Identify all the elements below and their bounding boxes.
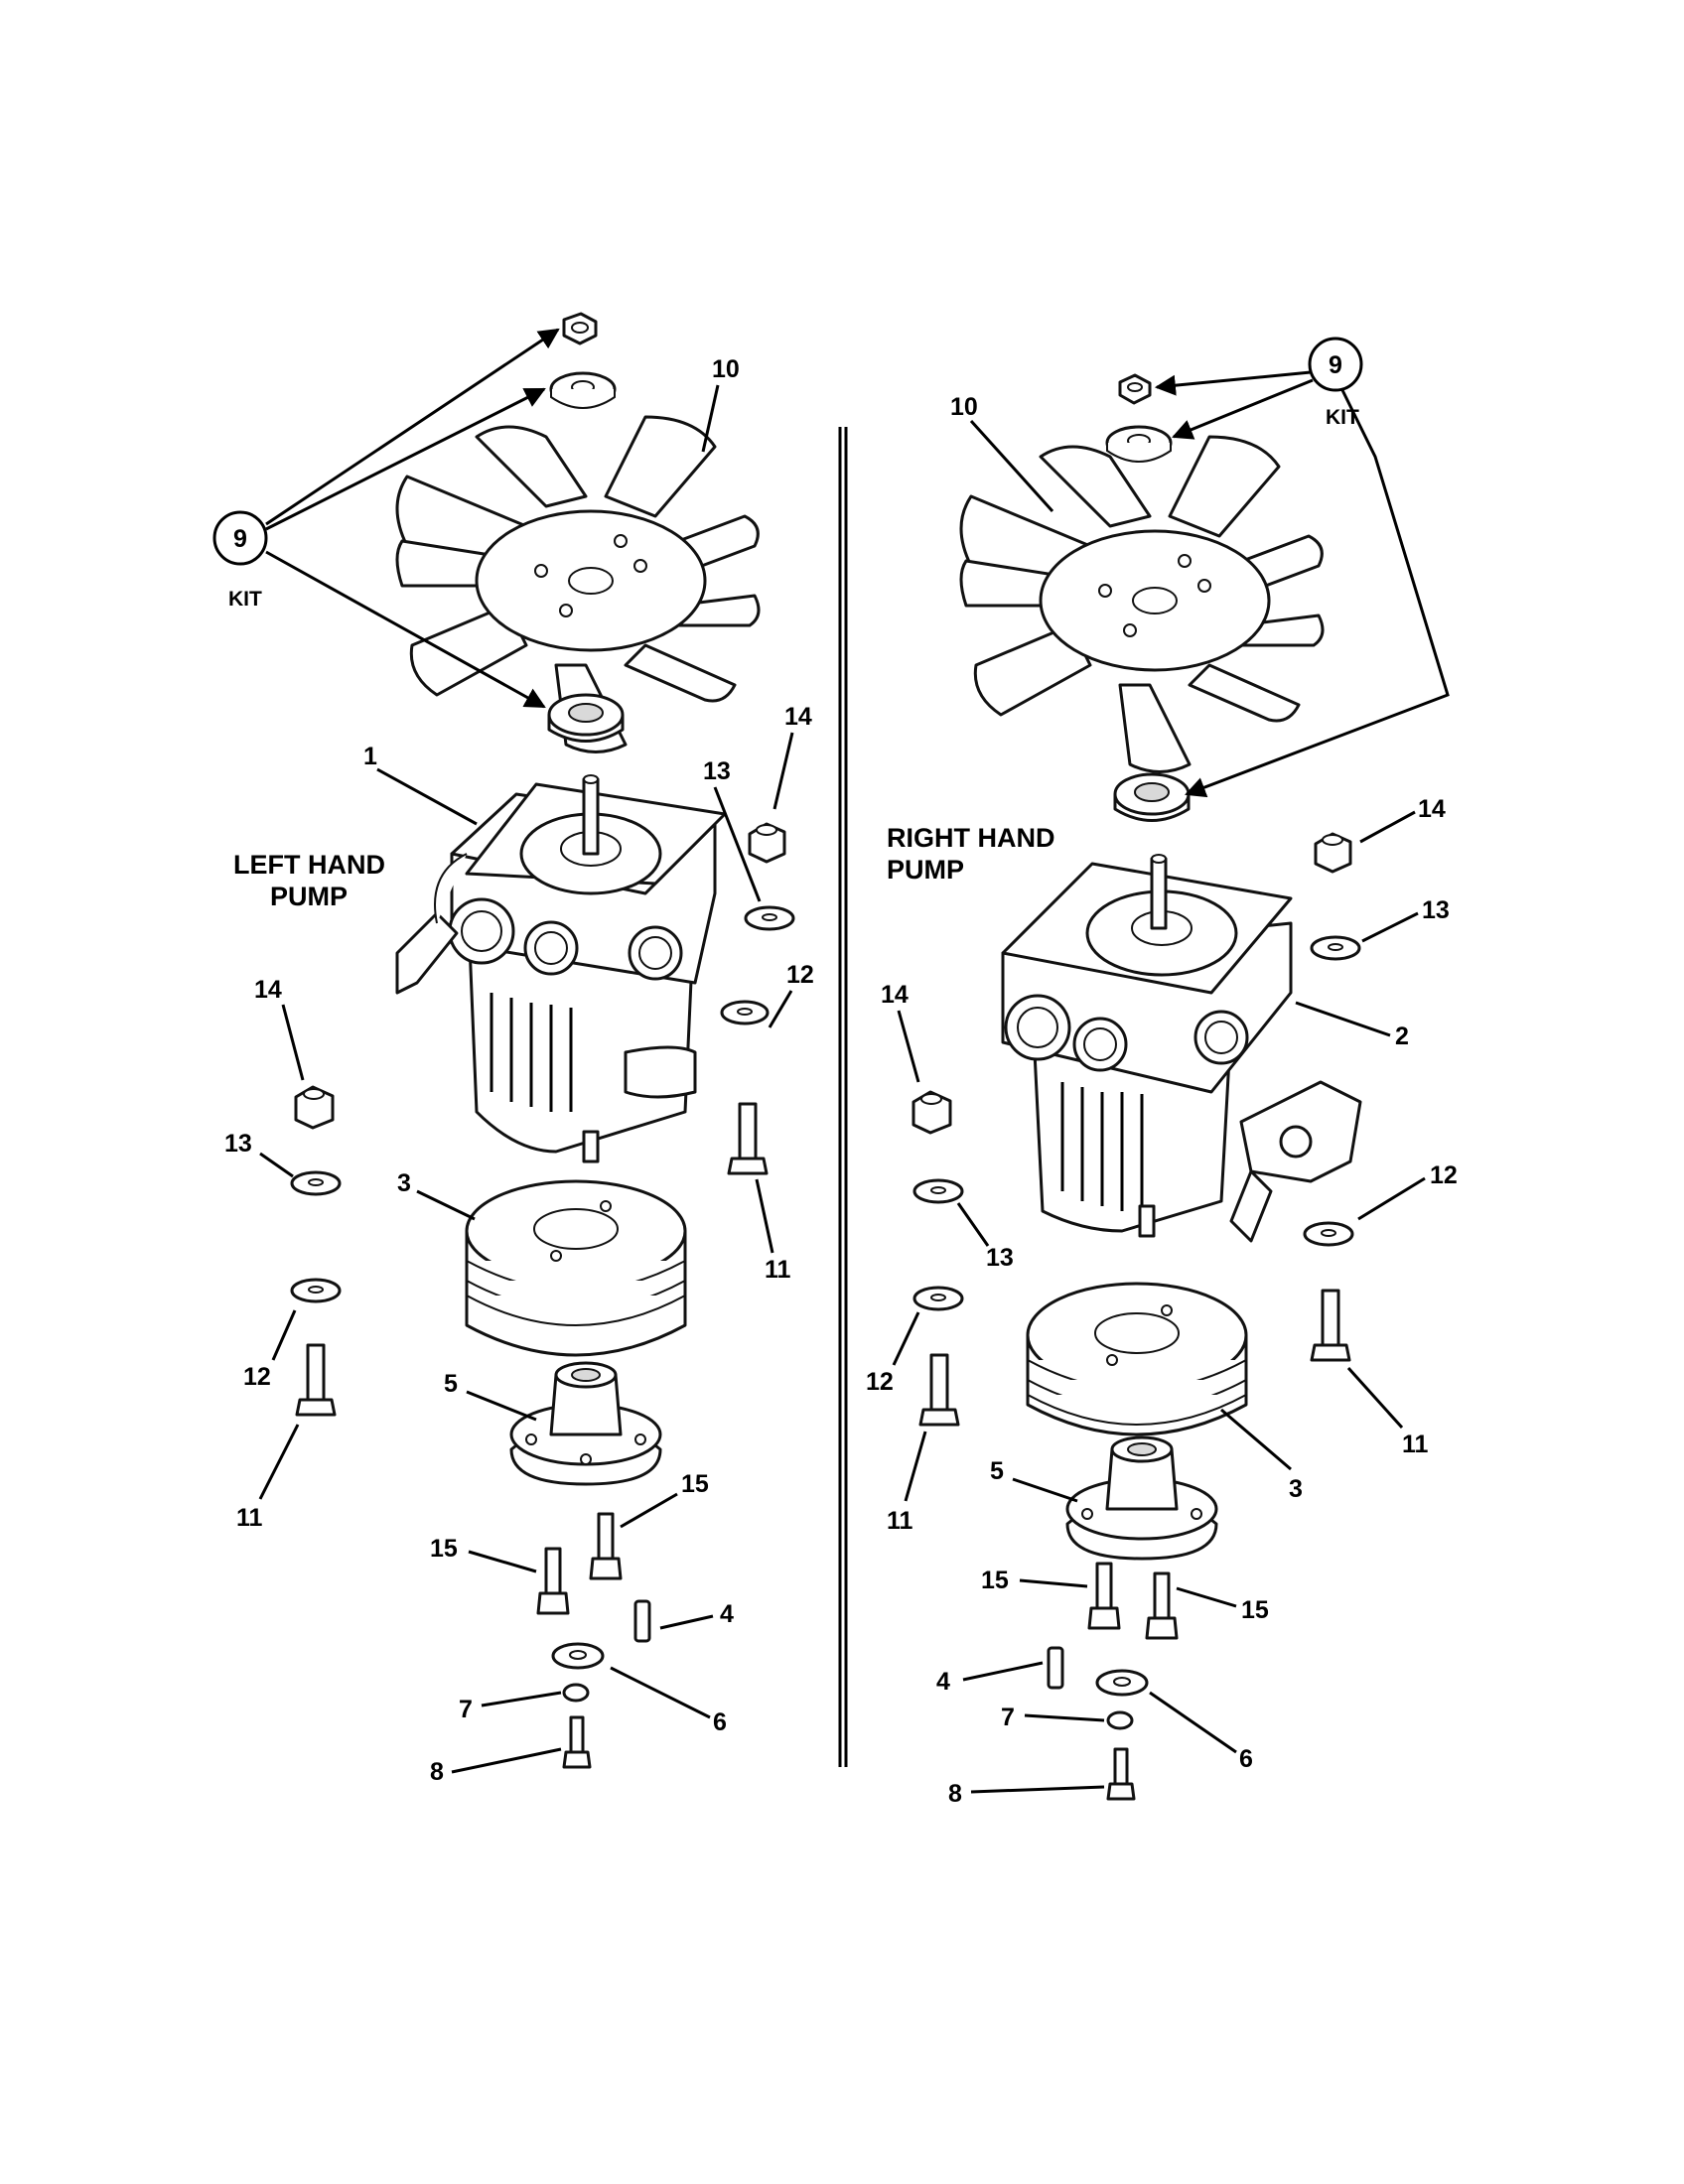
right-washer-6 [1095,1669,1149,1697]
callout-14-right-a: 14 [1418,795,1446,823]
callout-13-right-b: 13 [986,1244,1014,1272]
right-washer-13b [912,1178,964,1204]
left-bolt-11a [727,1102,769,1175]
left-bolt-15b [536,1547,570,1615]
right-bolt-11b [918,1353,960,1427]
callout-7-right: 7 [1001,1704,1015,1731]
left-pulley [465,1179,687,1357]
callout-6-left: 6 [713,1708,727,1736]
callout-14-left-a: 14 [784,703,812,731]
callout-5-right: 5 [990,1457,1004,1485]
left-lockwasher-7 [562,1683,590,1703]
left-kit-nut [562,312,598,345]
right-pump-body [1001,854,1362,1243]
right-kit-washer [1105,425,1173,463]
left-washer-12a [720,1000,770,1025]
left-hub [509,1361,662,1486]
callout-15-right-b: 15 [1241,1596,1269,1624]
left-kit-spacer [547,693,625,743]
left-key [633,1599,651,1643]
kit-label-left: KIT [228,588,262,611]
right-pump-caption-line2: PUMP [887,855,964,885]
left-washer-12b [290,1278,342,1303]
right-nut-14a [1314,832,1352,874]
left-hand-pump-assembly: 9 KIT LEFT HAND PUMP 10 1 14 13 12 11 14… [212,312,814,1786]
callout-8-left: 8 [430,1758,444,1786]
kit-label-right: KIT [1326,406,1359,429]
callout-8-right: 8 [948,1780,962,1808]
callout-13-left-b: 13 [224,1130,252,1158]
left-bolt-15a [589,1512,623,1580]
callout-15-left-a: 15 [681,1470,709,1498]
callout-4-right: 4 [936,1668,950,1696]
callout-9-right: 9 [1329,351,1342,379]
callout-6-right: 6 [1239,1745,1253,1773]
callout-5-left: 5 [444,1370,458,1398]
left-nut-14b [294,1085,335,1130]
left-pump-caption-line2: PUMP [270,882,348,911]
callout-13-right-a: 13 [1422,896,1450,924]
left-bolt-8 [562,1715,592,1769]
right-bolt-11a [1310,1289,1351,1362]
left-kit-washer [549,371,617,409]
callout-12-right-a: 12 [1430,1161,1458,1189]
left-pump-body [395,774,727,1163]
callout-3-right: 3 [1289,1475,1303,1503]
callout-12-left-b: 12 [243,1363,271,1391]
right-hub [1065,1435,1218,1561]
left-washer-6 [551,1642,605,1670]
callout-10-right: 10 [950,393,978,421]
callout-12-left-a: 12 [786,961,814,989]
right-kit-bubble: 9 KIT [1308,337,1363,429]
right-bolt-15b [1145,1571,1179,1640]
callout-9-left: 9 [233,525,247,553]
right-nut-14b [912,1090,952,1135]
callout-15-left-b: 15 [430,1535,458,1563]
callout-11-right-a: 11 [1402,1431,1429,1458]
right-pump-caption-line1: RIGHT HAND [887,823,1055,853]
left-pump-caption-line1: LEFT HAND [233,850,385,880]
right-washer-13a [1310,935,1361,961]
callout-2: 2 [1395,1023,1409,1050]
right-washer-12b [912,1286,964,1311]
right-pulley [1026,1282,1248,1436]
callout-1: 1 [363,743,377,770]
callout-10-left: 10 [712,355,740,383]
right-bolt-8 [1106,1747,1136,1801]
right-lockwasher-7 [1106,1710,1134,1730]
callout-3-left: 3 [397,1169,411,1197]
left-washer-13a [744,905,795,931]
callout-11-left-a: 11 [765,1256,791,1284]
left-washer-13b [290,1170,342,1196]
callout-14-right-b: 14 [881,981,909,1009]
callout-14-left-b: 14 [254,976,282,1004]
callout-7-left: 7 [459,1696,473,1723]
right-fan [959,435,1325,773]
right-kit-nut [1118,373,1152,405]
right-key [1047,1646,1064,1690]
callout-11-right-b: 11 [887,1507,913,1535]
left-nut-14a [748,822,786,864]
right-kit-spacer [1113,772,1191,822]
left-kit-bubble: 9 KIT [212,510,268,611]
callout-12-right-b: 12 [866,1368,894,1396]
right-bolt-15a [1087,1562,1121,1630]
callout-13-left-a: 13 [703,757,731,785]
left-bolt-11b [295,1343,337,1417]
callout-15-right-a: 15 [981,1567,1009,1594]
right-hand-pump-assembly: 9 KIT RIGHT HAND PUMP 10 2 14 13 12 11 1… [866,337,1458,1808]
right-washer-12a [1303,1221,1354,1247]
callout-4-left: 4 [720,1600,734,1628]
callout-11-left-b: 11 [236,1504,263,1532]
